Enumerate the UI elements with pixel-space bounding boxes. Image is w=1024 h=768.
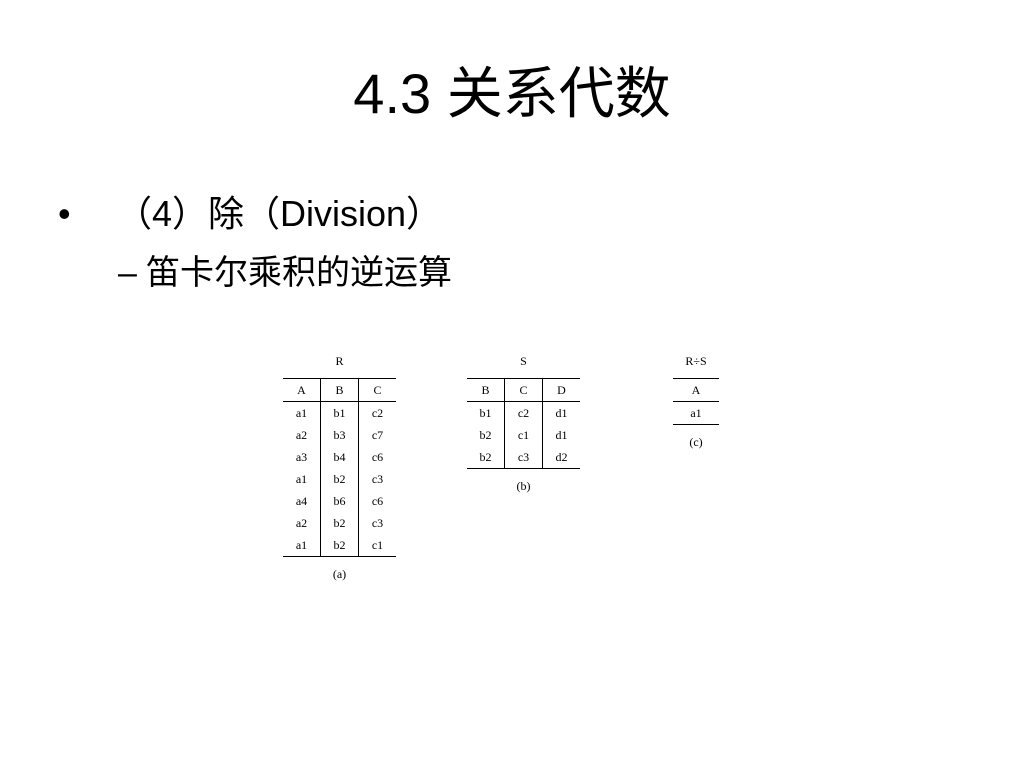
table-cell: a2 <box>295 428 308 442</box>
sub-bullet-item: –笛卡尔乘积的逆运算 <box>118 250 452 296</box>
table-cell: b4 <box>320 446 359 468</box>
bullet-item: • （4）除（Division） <box>58 190 442 238</box>
table-cell: b1 <box>479 406 492 420</box>
header-row: A <box>673 378 719 402</box>
slide-title: 4.3 关系代数 <box>353 62 671 125</box>
sub-bullet-marker: – <box>118 254 137 292</box>
table-cell: a1 <box>295 472 308 486</box>
relation-name: R÷S <box>685 354 707 368</box>
table-cell: d2 <box>542 446 580 469</box>
column-header: C <box>358 378 396 402</box>
table-row: a1 <box>673 402 719 425</box>
relation-name: R <box>335 354 344 368</box>
table-cell: c1 <box>504 424 543 446</box>
column-header: C <box>504 378 543 402</box>
sub-bullet-text: 笛卡尔乘积的逆运算 <box>146 254 452 292</box>
bullet-text: （4）除（Division） <box>116 193 443 234</box>
table-cell: b1 <box>320 401 359 424</box>
table-cell: c3 <box>358 512 396 534</box>
table-cell: c2 <box>358 401 396 424</box>
table-cell: b2 <box>320 468 359 490</box>
table-cell: a1 <box>295 538 308 552</box>
table-cell: a1 <box>295 406 308 420</box>
column-header: B <box>320 378 359 402</box>
table-cell: b2 <box>320 534 359 557</box>
table-cell: c2 <box>504 401 543 424</box>
relation-caption: (c) <box>689 435 703 449</box>
table-cell: b3 <box>320 424 359 446</box>
table-cell: b2 <box>479 428 492 442</box>
relation-name: S <box>520 354 527 368</box>
table-cell: a2 <box>295 516 308 530</box>
table-cell: d1 <box>542 424 580 446</box>
table-cell: d1 <box>542 401 580 424</box>
table-cell: c6 <box>358 490 396 512</box>
table-cell: a3 <box>295 450 308 464</box>
column-header: A <box>691 383 701 397</box>
relation-caption: (a) <box>332 567 347 581</box>
column-header: A <box>297 383 306 397</box>
table-cell: c7 <box>358 424 396 446</box>
table-cell: c1 <box>358 534 396 557</box>
table-cell: c3 <box>504 446 543 469</box>
table-cell: b2 <box>479 450 492 464</box>
bullet-marker: • <box>58 193 71 234</box>
table-cell: c3 <box>358 468 396 490</box>
column-header: B <box>481 383 490 397</box>
table-cell: a4 <box>295 494 308 508</box>
table-cell: b6 <box>320 490 359 512</box>
column-header: D <box>542 378 580 402</box>
table-cell: c6 <box>358 446 396 468</box>
relation-caption: (b) <box>516 479 531 493</box>
table-cell: b2 <box>320 512 359 534</box>
table-cell: a1 <box>690 406 702 420</box>
